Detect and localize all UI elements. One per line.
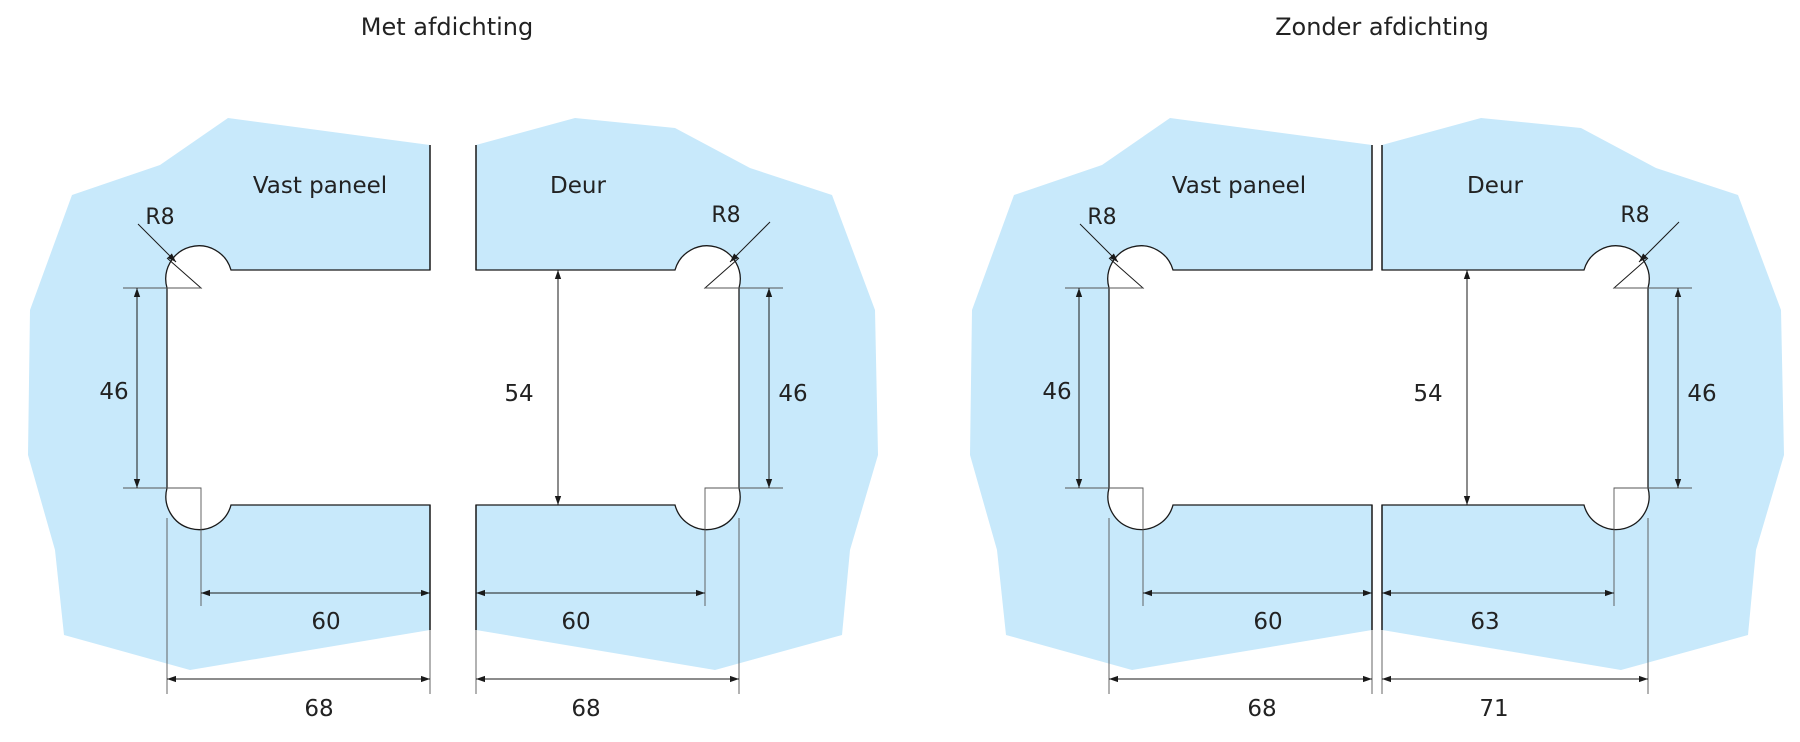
dim-right-outer-text: 71	[1479, 696, 1508, 722]
corner-guide-right	[704, 487, 739, 522]
dimension-center-height: 54	[504, 270, 562, 505]
door-label: Deur	[550, 173, 606, 199]
fixed-panel-label: Vast paneel	[1172, 173, 1306, 199]
corner-guide-left	[167, 487, 202, 522]
dim-right-outer-text: 68	[571, 696, 600, 722]
dimension-left-outer: 68	[1109, 675, 1372, 722]
dim-left-outer-text: 68	[1247, 696, 1276, 722]
dimension-left-outer: 68	[167, 675, 430, 722]
fixed-panel-label: Vast paneel	[253, 173, 387, 199]
radius-leader-left	[1079, 223, 1119, 263]
radius-label-left: R8	[145, 205, 174, 230]
dim-left-inner-text: 60	[1253, 609, 1282, 635]
door-cutout	[1381, 145, 1650, 630]
dimension-center-height: 54	[1413, 270, 1471, 505]
door-cutout	[475, 145, 741, 630]
dimension-left-height: 46	[1042, 287, 1143, 489]
panel-title: Met afdichting	[361, 13, 534, 41]
dim-right-height-text: 46	[778, 381, 807, 407]
panel-without-seal: Zonder afdichting Vast paneel Deur R8 R8…	[970, 13, 1784, 722]
dimension-right-height: 46	[705, 287, 808, 489]
panel-with-seal: Met afdichting Vast paneel Deur R8 R8 46	[28, 13, 878, 722]
corner-guide-left	[1109, 487, 1144, 522]
gap-fill	[431, 140, 475, 640]
dimension-right-height: 46	[1614, 287, 1717, 489]
dim-left-height-text: 46	[99, 379, 128, 405]
dim-right-inner-text: 63	[1470, 609, 1499, 635]
dimension-left-height: 46	[99, 287, 201, 489]
dim-right-inner-text: 60	[561, 609, 590, 635]
fixed-panel-cutout	[165, 145, 431, 630]
dimension-left-inner: 60	[1143, 589, 1372, 635]
dim-right-height-text: 46	[1687, 381, 1716, 407]
radius-leader-left	[137, 223, 177, 263]
radius-label-right: R8	[711, 203, 740, 228]
dim-left-height-text: 46	[1042, 379, 1071, 405]
panel-title: Zonder afdichting	[1275, 13, 1489, 41]
dim-center-height-text: 54	[504, 381, 533, 407]
gap-fill	[1373, 140, 1381, 640]
dimension-right-inner: 60	[476, 589, 705, 635]
dim-left-inner-text: 60	[311, 609, 340, 635]
dim-center-height-text: 54	[1413, 381, 1442, 407]
fixed-panel-cutout	[1107, 145, 1373, 630]
dimension-left-inner: 60	[201, 589, 430, 635]
dimension-right-inner: 63	[1382, 589, 1614, 635]
corner-guide-right	[1613, 487, 1648, 522]
dim-left-outer-text: 68	[304, 696, 333, 722]
radius-leader-right	[1638, 221, 1680, 263]
dimension-right-outer: 71	[1382, 675, 1648, 722]
radius-label-right: R8	[1620, 203, 1649, 228]
door-label: Deur	[1467, 173, 1523, 199]
radius-leader-right	[729, 221, 771, 263]
dimension-right-outer: 68	[476, 675, 739, 722]
radius-label-left: R8	[1087, 205, 1116, 230]
